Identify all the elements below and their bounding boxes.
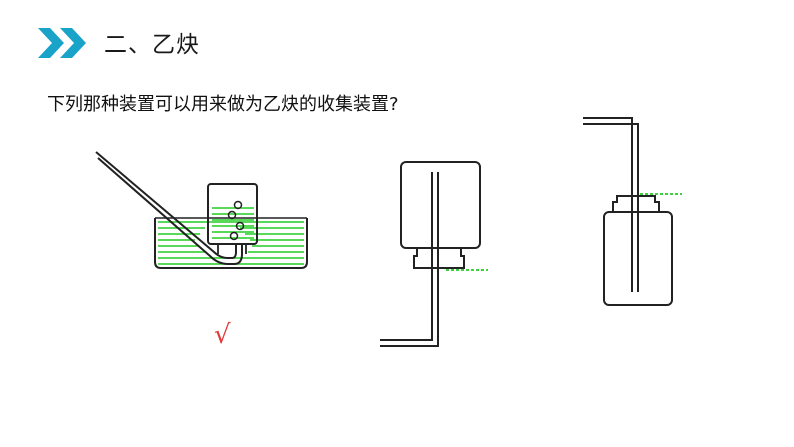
- section-title: 二、乙炔: [104, 32, 200, 58]
- upward-air-displacement-apparatus: [583, 117, 682, 306]
- section-header: [38, 26, 90, 60]
- double-chevron-right-icon: [38, 28, 86, 58]
- downward-air-displacement-apparatus: [380, 161, 488, 347]
- question-text: 下列那种装置可以用来做为乙炔的收集装置?: [47, 94, 399, 115]
- water-displacement-apparatus: [95, 151, 308, 269]
- gas-bubbles: [227, 200, 245, 241]
- correct-answer-mark: √: [214, 320, 231, 350]
